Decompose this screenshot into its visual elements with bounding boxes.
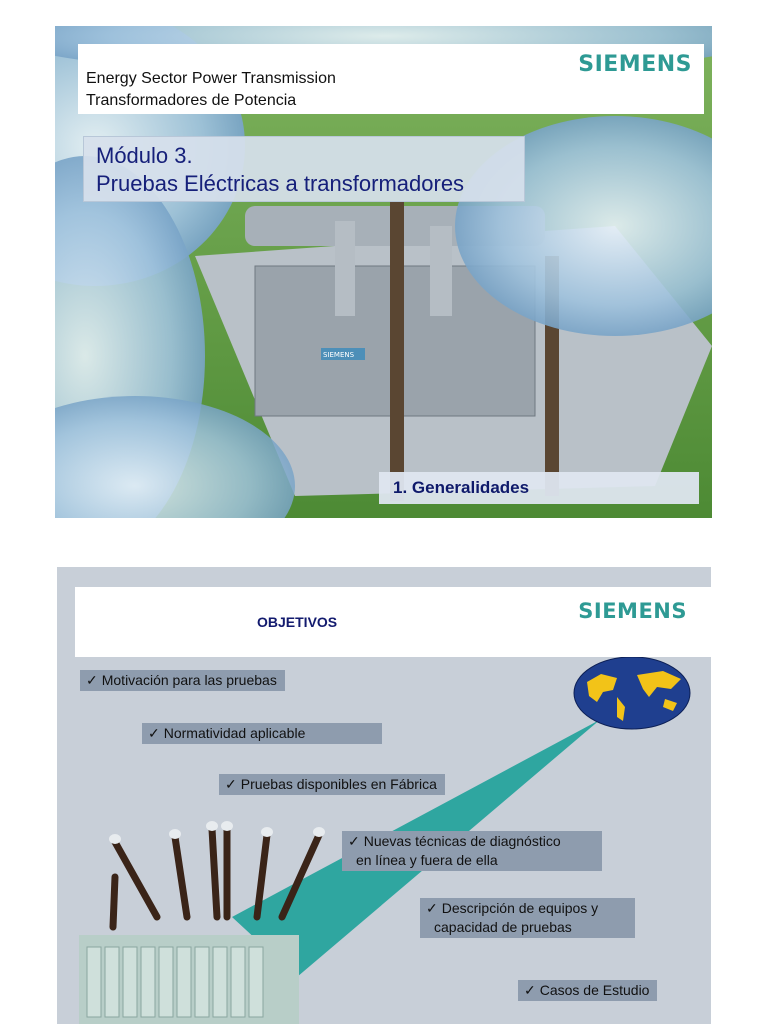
objective-text-line-2: capacidad de pruebas	[434, 919, 572, 935]
siemens-logo: SIEMENS	[578, 599, 687, 623]
objective-text: Motivación para las pruebas	[101, 672, 277, 688]
objective-item-6: ✓Casos de Estudio	[518, 980, 658, 1001]
objective-item-1: ✓Motivación para las pruebas	[80, 670, 285, 691]
objective-text-line-1: Descripción de equipos y	[441, 900, 599, 916]
objectives-title: OBJETIVOS	[257, 614, 338, 630]
header-line-2: Transformadores de Potencia	[86, 92, 297, 109]
continents-shape	[587, 671, 681, 721]
section-label: 1. Generalidades	[393, 478, 530, 497]
objective-text: Casos de Estudio	[539, 982, 650, 998]
checkmark-icon: ✓	[348, 833, 360, 849]
objective-text-line-2: en línea y fuera de ella	[356, 852, 498, 868]
objective-item-2: ✓Normatividad aplicable	[142, 723, 382, 744]
transformer-nameplate: SIEMENS	[323, 351, 355, 359]
slide2-header: OBJETIVOS SIEMENS	[75, 587, 711, 657]
objective-item-3: ✓Pruebas disponibles en Fábrica	[219, 774, 445, 795]
objective-text-line-1: Nuevas técnicas de diagnóstico	[363, 833, 561, 849]
module-title-line-1: Módulo 3.	[96, 143, 193, 168]
title-slide: SIEMENS Energy Sector Power Transmission…	[55, 26, 712, 518]
module-title-box: Módulo 3. Pruebas Eléctricas a transform…	[83, 136, 525, 202]
objective-item-5: ✓Descripción de equipos y capacidad de p…	[420, 898, 635, 938]
header-line-1: Energy Sector Power Transmission	[86, 70, 336, 87]
checkmark-icon: ✓	[148, 725, 160, 741]
objective-item-4: ✓Nuevas técnicas de diagnóstico en línea…	[342, 831, 602, 871]
slide1-header: Energy Sector Power Transmission Transfo…	[78, 44, 704, 114]
objective-text: Pruebas disponibles en Fábrica	[240, 776, 437, 792]
module-title-line-2: Pruebas Eléctricas a transformadores	[96, 171, 465, 196]
siemens-logo: SIEMENS	[578, 52, 692, 77]
section-label-box: 1. Generalidades	[379, 472, 699, 504]
checkmark-icon: ✓	[524, 982, 536, 998]
objectives-slide: OBJETIVOS SIEMENS ✓Motivación para las p…	[57, 567, 711, 1024]
objective-text: Normatividad aplicable	[163, 725, 306, 741]
checkmark-icon: ✓	[86, 672, 98, 688]
checkmark-icon: ✓	[225, 776, 237, 792]
checkmark-icon: ✓	[426, 900, 438, 916]
bushings-icon	[109, 825, 323, 931]
